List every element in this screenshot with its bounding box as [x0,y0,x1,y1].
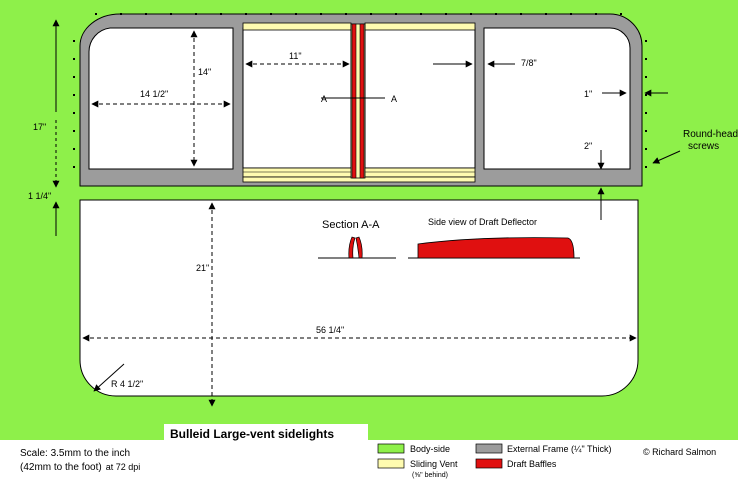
legend-sliding-vent-note: (⅝" behind) [412,472,448,479]
legend-swatch-sliding-vent [377,458,405,469]
legend-swatch-body-side [377,443,405,454]
pane-height-label: 14" [198,67,211,77]
frame-gap-label: 1 1/4" [28,191,51,201]
legend-swatch-baffles [475,458,503,469]
section-baffle-right [355,236,363,259]
lower-height-label: 21" [196,263,209,273]
draft-baffle-left [351,23,357,179]
scale-line-2: (42mm to the foot)at 72 dpi [20,462,140,473]
section-marker-right: A [391,94,397,104]
legend-draft-baffles: Draft Baffles [507,459,557,469]
sliding-vent-top-right [364,22,476,31]
legend-body-side: Body-side [410,444,450,454]
frame-bottom-label: 2" [584,141,592,151]
corner-radius-label: R 4 1/2" [111,379,143,389]
lower-width-label: 56 1/4" [316,325,344,335]
screws-note-line-2: screws [688,141,719,152]
right-pane [483,27,631,170]
legend-sliding-vent: Sliding Vent [410,459,458,469]
draft-baffle-right [359,23,365,179]
pane-width-label: 14 1/2" [140,89,168,99]
section-baffle-left [348,236,356,259]
frame-side-label: 1" [584,89,592,99]
frame-height-label: 17" [33,122,46,132]
sliding-vent-top-left [242,22,352,31]
baffle-gap-label: 7/8" [521,58,537,68]
legend: Body-side Sliding Vent (⅝" behind) Exter… [377,443,612,479]
diagram-title: Bulleid Large-vent sidelights [170,427,334,441]
credit: © Richard Salmon [643,447,716,457]
section-marker-left: A [321,94,327,104]
screw-dots [73,13,647,168]
legend-external-frame: External Frame (¼" Thick) [507,444,612,454]
title-box [164,424,368,442]
draft-deflector-side [417,237,575,259]
section-title: Section A-A [322,219,380,231]
vent-width-label: 11" [289,51,302,61]
scale-line-1: Scale: 3.5mm to the inch [20,448,130,459]
legend-swatch-frame [475,443,503,454]
side-view-title: Side view of Draft Deflector [428,217,537,227]
